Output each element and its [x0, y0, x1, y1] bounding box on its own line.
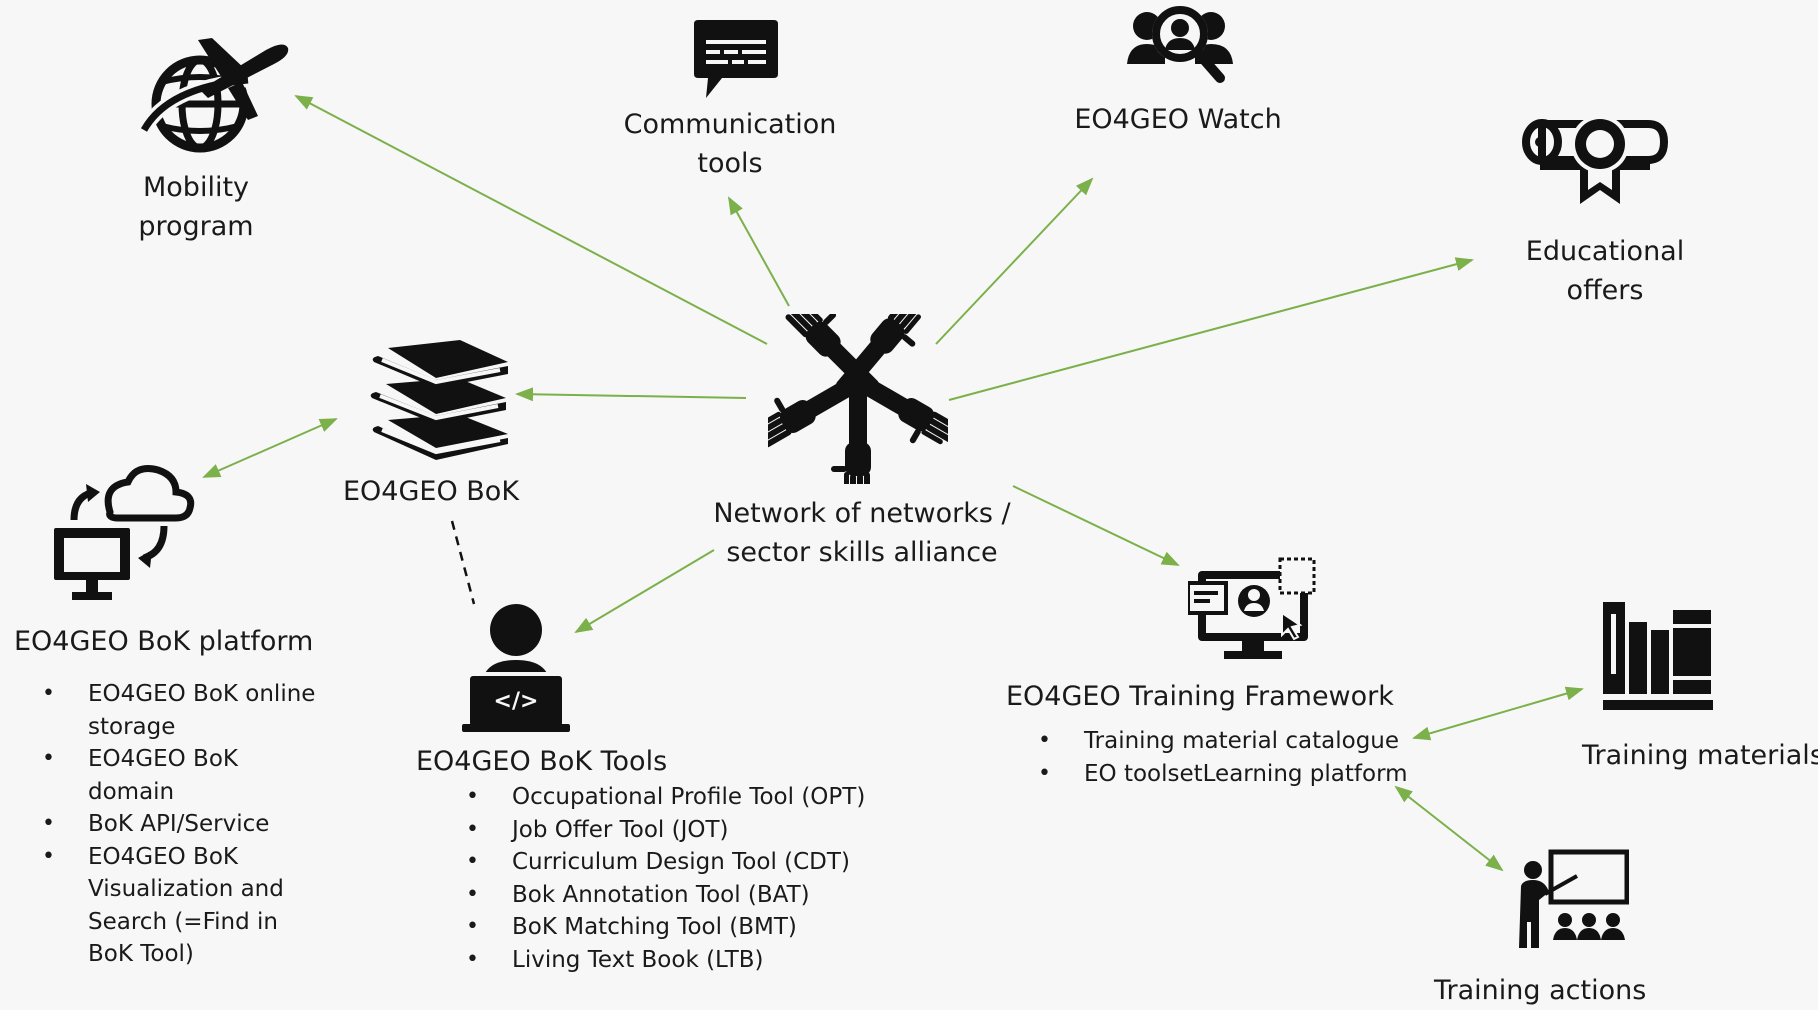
- people-search-icon: [1127, 6, 1233, 83]
- arrow-framework-materials: [1412, 686, 1584, 741]
- list-item: EO toolsetLearning platform: [1038, 758, 1408, 791]
- chat-bubble-icon: [694, 20, 778, 98]
- arrow-to-bok: [515, 387, 747, 402]
- list-item: Curriculum Design Tool (CDT): [466, 846, 865, 879]
- platform-label: EO4GEO BoK platform: [14, 626, 314, 657]
- arrow-to-communication: [728, 196, 790, 307]
- teacher-class-icon: [1519, 849, 1629, 948]
- list-item: Job Offer Tool (JOT): [466, 814, 865, 847]
- list-item: Training material catalogue: [1038, 725, 1408, 758]
- arrow-framework-actions: [1394, 785, 1504, 872]
- communication-label: Communication tools: [623, 109, 837, 179]
- arrow-to-tools: [574, 549, 715, 634]
- bok-label: EO4GEO BoK: [342, 476, 520, 507]
- book-stack-icon: [370, 340, 508, 460]
- tools-label: EO4GEO BoK Tools: [416, 746, 668, 777]
- watch-label: EO4GEO Watch: [1074, 104, 1282, 135]
- materials-label: Training materials: [1582, 740, 1818, 771]
- list-item: Bok Annotation Tool (BAT): [466, 879, 865, 912]
- arrow-to-educational: [948, 257, 1474, 401]
- list-item: BoK Matching Tool (BMT): [466, 911, 865, 944]
- framework-item-list: Training material catalogue EO toolsetLe…: [1038, 725, 1408, 790]
- tools-item-list: Occupational Profile Tool (OPT) Job Offe…: [466, 781, 865, 976]
- hands-circle-icon: [768, 314, 948, 484]
- actions-label: Training actions: [1434, 975, 1647, 1006]
- mobility-label: Mobility program: [138, 172, 254, 242]
- developer-laptop-icon: </>: [462, 604, 570, 732]
- arrow-to-watch: [935, 177, 1094, 345]
- e-learning-monitor-icon: [1188, 557, 1316, 659]
- svg-text:</>: </>: [494, 689, 539, 714]
- dashed-link-bok-tools: [450, 520, 476, 605]
- framework-label: EO4GEO Training Framework: [1006, 681, 1394, 712]
- list-item: Occupational Profile Tool (OPT): [466, 781, 865, 814]
- center-label: Network of networks / sector skills alli…: [713, 498, 1011, 568]
- arrow-to-mobility: [294, 95, 768, 345]
- cloud-sync-monitor-icon: [54, 465, 195, 600]
- arrow-bok-platform: [202, 418, 338, 478]
- library-books-icon: [1603, 602, 1713, 710]
- list-item: BoK API/Service: [42, 808, 315, 841]
- educational-label: Educational offers: [1525, 236, 1685, 306]
- globe-airplane-icon: [138, 38, 289, 153]
- list-item: Living Text Book (LTB): [466, 944, 865, 977]
- arrow-to-framework: [1012, 485, 1180, 566]
- diploma-icon: [1522, 115, 1669, 204]
